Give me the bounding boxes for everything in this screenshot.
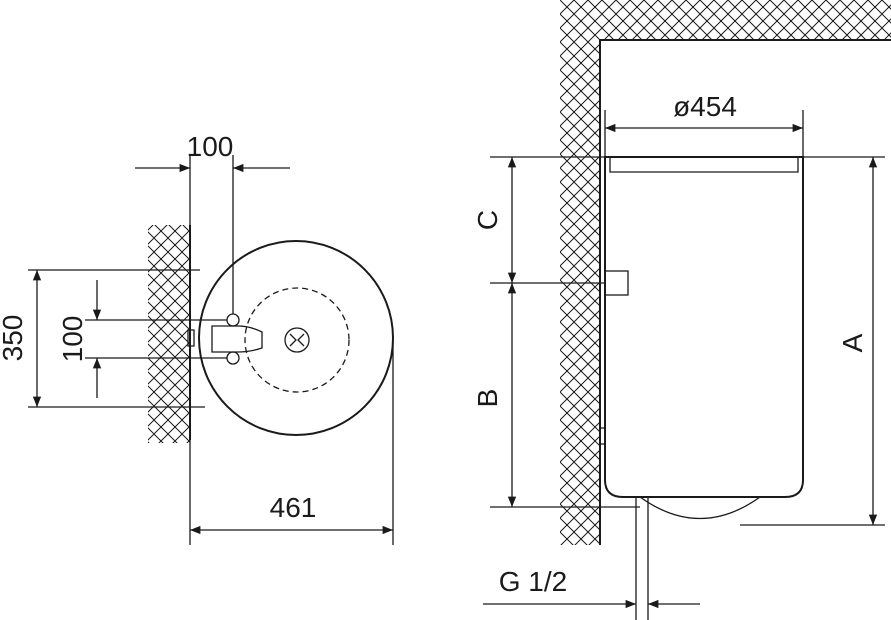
dim-pipe-offset: 100 (187, 131, 234, 162)
wall-bracket-side (604, 270, 629, 296)
dim-pipe-spacing: 100 (57, 316, 88, 363)
wall-hatch-right (560, 0, 600, 545)
tank-outline-top (198, 240, 394, 436)
dim-diameter: ø454 (673, 91, 737, 122)
ceiling-hatch (600, 0, 891, 40)
lower-bracket (599, 427, 606, 445)
top-view: 100 350 100 461 (0, 131, 394, 545)
heating-element-symbol (289, 333, 305, 347)
label-connection: G 1/2 (499, 566, 567, 597)
pipe-notch (211, 325, 263, 353)
wall-bracket-top (187, 329, 195, 347)
pipe-outlet (226, 313, 240, 327)
label-a: A (837, 333, 868, 352)
dim-depth: 461 (270, 492, 317, 523)
wall-ceiling-line (599, 39, 891, 545)
dim-height: 350 (0, 315, 28, 362)
tank-bottom-cover (639, 496, 761, 520)
tank-outline-side (604, 156, 804, 498)
label-c: C (472, 210, 503, 230)
tank-top-band (609, 157, 799, 173)
wall-hatch-left (148, 225, 190, 443)
label-b: B (472, 389, 503, 408)
heating-element-icon (284, 327, 310, 353)
pipe-inlet (226, 351, 240, 365)
side-view: ø454 C B A G 1/2 (472, 0, 891, 620)
flange-dashed-circle (244, 287, 350, 393)
